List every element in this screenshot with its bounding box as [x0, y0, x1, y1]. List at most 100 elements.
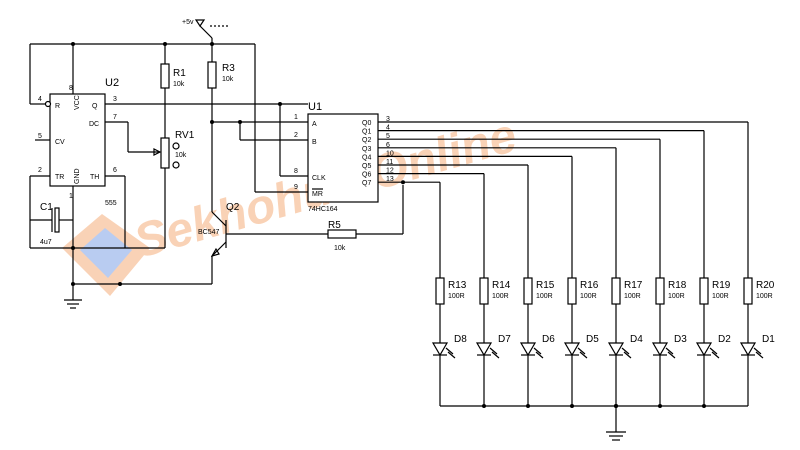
q2-ref: Q2 — [226, 202, 240, 213]
u2-555-timer: U2 555 R Q DC CV TR TH VCC GND 4 3 7 5 2… — [38, 77, 119, 207]
u1-pinnum-q4: 10 — [386, 150, 394, 157]
resistor-r5: R5 10k — [327, 185, 404, 252]
u1-pinnum-q6: 12 — [386, 168, 394, 175]
rv1-ref: RV1 — [175, 130, 195, 141]
u2-pin-q: Q — [92, 103, 98, 110]
u1-pinnum-q7: 13 — [386, 176, 394, 183]
u1-pinnum-q1: 4 — [386, 125, 390, 132]
u2-pin-gnd: GND — [74, 168, 81, 184]
led-symbol-d8 — [431, 342, 449, 357]
u1-pinnum-q3: 6 — [386, 142, 390, 149]
u1-pinnum-mr: 9 — [294, 184, 298, 191]
u1-pinnum-clk: 8 — [294, 168, 298, 175]
led-ref-d3: D3 — [674, 334, 687, 345]
led-string-r14: R14 100R D7 — [475, 277, 511, 408]
u2-pin-vcc: VCC — [74, 95, 81, 110]
supply-5v: +5v — [182, 19, 228, 44]
r18-ref: R18 — [668, 280, 687, 291]
r20-value: 100R — [756, 293, 773, 300]
resistor-r14 — [479, 277, 489, 305]
u1-pin-b: B — [312, 139, 317, 146]
u1-pinnum-q0: 3 — [386, 116, 390, 123]
led-ref-d2: D2 — [718, 334, 731, 345]
transistor-q2: Q2 BC547 — [198, 202, 328, 284]
u2-pinnum-r: 4 — [38, 96, 42, 103]
r5-value: 10k — [334, 245, 346, 252]
resistor-r16 — [567, 277, 577, 305]
u1-pin-a: A — [312, 121, 317, 128]
resistor-r19 — [699, 277, 709, 305]
resistor-r18 — [655, 277, 665, 305]
r16-value: 100R — [580, 293, 597, 300]
u1-pin-q7: Q7 — [362, 180, 371, 187]
led-symbol-d4 — [607, 342, 625, 357]
led-symbol-d1 — [739, 342, 757, 357]
u1-pinnum-q2: 5 — [386, 133, 390, 140]
u1-part: 74HC164 — [308, 206, 338, 213]
c1-value: 4u7 — [40, 239, 52, 246]
u1-pinnum-q5: 11 — [386, 159, 393, 166]
r5-ref: R5 — [328, 220, 341, 231]
r15-value: 100R — [536, 293, 553, 300]
output-wires — [378, 121, 749, 278]
ground-symbol-right — [606, 431, 626, 441]
led-string-r19: R19 100R D2 — [695, 277, 731, 408]
led-ref-d7: D7 — [498, 334, 511, 345]
resistor-r3: R3 10k — [207, 44, 235, 212]
resistor-r1: R1 10k — [160, 44, 186, 138]
r17-value: 100R — [624, 293, 641, 300]
led-ref-d6: D6 — [542, 334, 555, 345]
r14-ref: R14 — [492, 280, 511, 291]
u2-pinnum-gnd: 1 — [69, 193, 73, 200]
u2-ref: U2 — [105, 77, 119, 89]
u2-pin-dc: DC — [89, 121, 99, 128]
led-symbol-d6 — [519, 342, 537, 357]
r19-ref: R19 — [712, 280, 731, 291]
supply-label: +5v — [182, 19, 194, 26]
q2-part: BC547 — [198, 229, 220, 236]
r13-value: 100R — [448, 293, 465, 300]
u1-74hc164: U1 74HC164 A B CLK MR 1 2 8 9 Q03Q14Q25Q… — [294, 101, 394, 213]
led-symbol-d5 — [563, 342, 581, 357]
u2-pinnum-th: 6 — [113, 167, 117, 174]
led-symbol-d3 — [651, 342, 669, 357]
potentiometer-rv1: RV1 10k — [153, 130, 195, 248]
r20-ref: R20 — [756, 280, 775, 291]
c1-ref: C1 — [40, 202, 53, 213]
led-ref-d1: D1 — [762, 334, 775, 345]
resistor-r13 — [435, 277, 445, 305]
u1-pin-mr: MR — [312, 191, 323, 198]
resistor-r20 — [743, 277, 753, 305]
r17-ref: R17 — [624, 280, 643, 291]
resistor-r17 — [611, 277, 621, 305]
u2-pin-tr: TR — [55, 174, 64, 181]
u2-pinnum-tr: 2 — [38, 167, 42, 174]
led-ref-d4: D4 — [630, 334, 643, 345]
u2-pinnum-dc: 7 — [113, 114, 117, 121]
r14-value: 100R — [492, 293, 509, 300]
u1-pin-q5: Q5 — [362, 163, 371, 170]
watermark-logo — [62, 214, 150, 296]
led-ref-d5: D5 — [586, 334, 599, 345]
u1-pin-q6: Q6 — [362, 172, 371, 179]
resistor-r15 — [523, 277, 533, 305]
led-symbol-d2 — [695, 342, 713, 357]
u1-pin-q1: Q1 — [362, 129, 371, 136]
u1-pin-q4: Q4 — [362, 154, 371, 161]
u1-pin-q3: Q3 — [362, 146, 371, 153]
u2-body — [49, 93, 106, 187]
u1-pinnum-b: 2 — [294, 132, 298, 139]
r15-ref: R15 — [536, 280, 555, 291]
u2-pinnum-q: 3 — [113, 96, 117, 103]
r19-value: 100R — [712, 293, 729, 300]
rv1-value: 10k — [175, 152, 187, 159]
watermark: Sekhohub.Online — [62, 109, 522, 296]
u2-pin-th: TH — [90, 174, 99, 181]
ground-symbol-left — [64, 299, 82, 309]
u2-pinnum-vcc: 8 — [69, 85, 73, 92]
capacitor-c1: C1 4u7 — [29, 194, 74, 248]
u1-pinnum-a: 1 — [294, 114, 298, 121]
